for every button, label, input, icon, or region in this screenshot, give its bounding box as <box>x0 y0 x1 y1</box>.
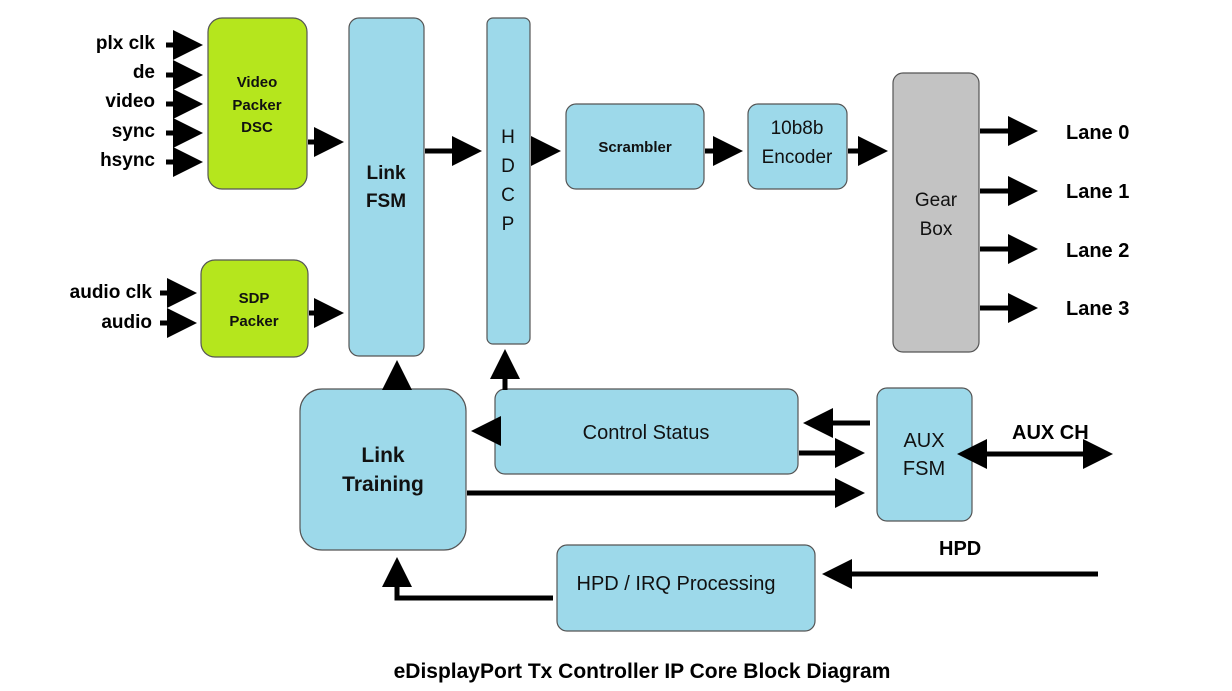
arrow-hpd-irq-to-link-training <box>382 557 553 601</box>
sdp-packer-label-1: SDP <box>239 290 270 307</box>
hdcp-letter-c: C <box>501 185 515 206</box>
input-label-video: video <box>105 91 155 112</box>
input-label-de: de <box>133 62 155 83</box>
aux-ch-label: AUX CH <box>1012 422 1089 444</box>
encoder-label-1: 10b8b <box>771 118 824 139</box>
hdcp-block <box>486 17 531 345</box>
hpd-label: HPD <box>939 538 981 560</box>
scrambler-label: Scrambler <box>598 139 672 156</box>
aux-fsm-block <box>876 387 973 522</box>
hdcp-letter-p: P <box>502 214 515 235</box>
internal-arrows <box>308 127 1113 601</box>
lane-arrows <box>980 116 1038 323</box>
scrambler-block <box>565 103 705 190</box>
hpd-irq-label: HPD / IRQ Processing <box>577 573 776 595</box>
lane-1-label: Lane 1 <box>1066 181 1129 203</box>
encoder-block <box>747 103 848 190</box>
link-fsm-label-1: Link <box>366 163 405 184</box>
link-training-label-1: Link <box>361 444 404 467</box>
video-packer-block <box>207 17 308 190</box>
lane-2-label: Lane 2 <box>1066 240 1129 262</box>
aux-fsm-label-2: FSM <box>903 458 945 480</box>
hdcp-letter-h: H <box>501 127 515 148</box>
hpd-irq-block <box>556 544 816 632</box>
aux-fsm-label-1: AUX <box>903 430 944 452</box>
input-label-audio: audio <box>101 312 152 333</box>
sdp-packer-block <box>200 259 309 358</box>
input-label-plx-clk: plx clk <box>96 33 156 54</box>
sdp-packer-label-2: Packer <box>229 313 278 330</box>
lane-3-label: Lane 3 <box>1066 298 1129 320</box>
input-label-audio-clk: audio clk <box>70 282 153 303</box>
encoder-label-2: Encoder <box>762 147 833 168</box>
gearbox-label-1: Gear <box>915 190 958 211</box>
lane-0-label: Lane 0 <box>1066 122 1129 144</box>
link-fsm-label-2: FSM <box>366 191 406 212</box>
diagram-title: eDisplayPort Tx Controller IP Core Block… <box>394 660 891 683</box>
video-packer-label-1: Video <box>237 74 278 91</box>
gearbox-label-2: Box <box>920 219 953 240</box>
link-training-label-2: Training <box>342 473 424 496</box>
video-packer-label-2: Packer <box>232 97 281 114</box>
video-packer-label-3: DSC <box>241 119 273 136</box>
input-label-hsync: hsync <box>100 150 155 171</box>
gearbox-block <box>892 72 980 353</box>
link-training-block <box>299 388 467 551</box>
control-status-label: Control Status <box>583 422 710 444</box>
input-label-sync: sync <box>112 121 156 142</box>
input-arrows <box>160 30 203 338</box>
link-fsm-block <box>348 17 425 357</box>
hdcp-letter-d: D <box>501 156 515 177</box>
